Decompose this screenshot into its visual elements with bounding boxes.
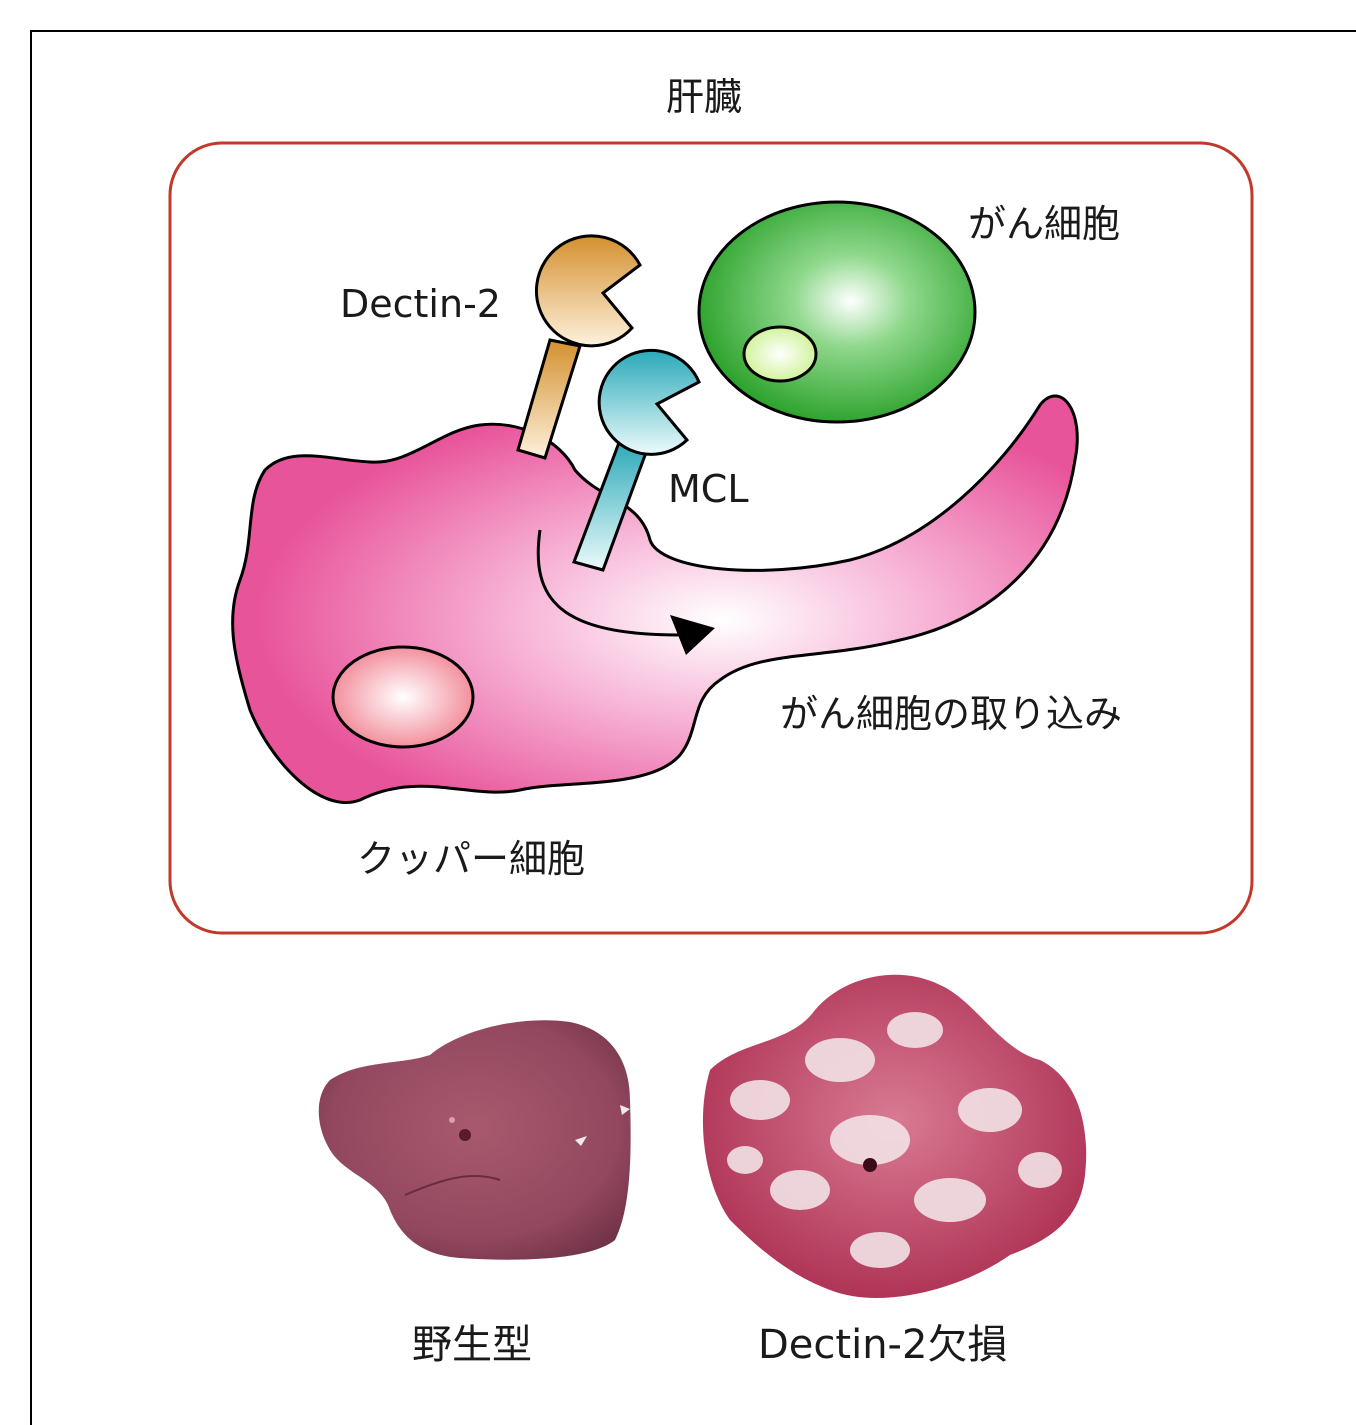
knockout-label: Dectin-2欠損: [758, 1325, 1007, 1365]
wild-type-liver-photo: [319, 1020, 631, 1259]
mcl-head: [599, 350, 699, 454]
kupffer-cell-label: クッパー細胞: [357, 840, 585, 878]
mcl-label: MCL: [668, 470, 749, 508]
knockout-liver-photo: [703, 975, 1086, 1298]
dectin2-head: [536, 236, 640, 346]
organ-label: 肝臓: [666, 78, 742, 116]
cancer-cell: [699, 202, 975, 422]
uptake-label: がん細胞の取り込み: [780, 695, 1122, 733]
dectin2-label: Dectin-2: [340, 285, 501, 323]
cancer-cell-label: がん細胞: [968, 205, 1120, 243]
wild-type-label: 野生型: [412, 1325, 532, 1365]
dectin2-stalk: [518, 340, 580, 458]
kupffer-nucleus: [333, 647, 473, 747]
cancer-cell-nucleus: [744, 327, 816, 381]
kupffer-cell-body: [233, 396, 1078, 802]
